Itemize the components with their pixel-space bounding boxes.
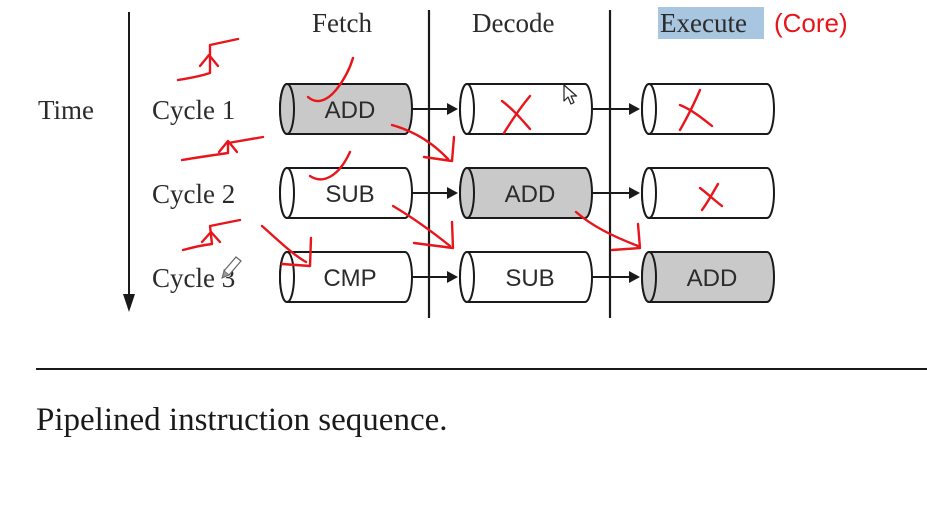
pipeline-cell-fetch-cycle-3: CMP [279,251,413,303]
pipeline-cell-decode-cycle-2: ADD [459,167,593,219]
handwritten-annotations [176,37,724,268]
instruction-label: CMP [323,265,376,292]
time-label: Time [38,95,94,125]
ink-corner-mark-2 [180,135,265,162]
ink-diagonal-4 [574,210,640,248]
ink-diagonal-2 [391,204,452,248]
stage-arrow-cycle-3-2 [592,271,640,283]
ink-corner-arrowhead-3 [200,230,222,244]
ink-flick-fetch-1 [306,56,355,103]
stage-arrow-cycle-1-2 [592,103,640,115]
pipeline-cell-decode-cycle-3: SUB [459,251,593,303]
ink-diagonal-4-head [610,222,642,252]
ink-cross-execute-1 [678,88,714,132]
pipeline-cell-decode-cycle-1 [459,83,593,135]
pipeline-cells: ADD SUB ADD CMP SUB ADD [279,83,775,303]
cycle-label-3: Cycle 3 [152,263,235,293]
time-axis-arrowhead [123,294,135,312]
pipeline-cell-fetch-cycle-1: ADD [279,83,413,135]
instruction-label: ADD [505,181,556,208]
pipeline-arrows [412,103,640,283]
ink-diagonal-1 [390,123,450,161]
stage-header-decode: Decode [472,8,554,38]
core-annotation: (Core) [774,8,848,38]
instruction-label: ADD [687,265,738,292]
instruction-label: SUB [505,265,554,292]
ink-diagonal-3-head [280,236,313,268]
stage-arrow-cycle-1-1 [412,103,458,115]
cycle-label-1: Cycle 1 [152,95,235,125]
stage-arrow-cycle-2-2 [592,187,640,199]
figure-caption: Pipelined instruction sequence. [36,402,448,438]
ink-diagonal-2-head [412,220,455,250]
ink-flick-fetch-2 [308,150,352,181]
mouse-cursor-icon [563,84,578,105]
instruction-label: ADD [325,97,376,124]
execute-highlight [658,7,764,39]
stage-header-execute: Execute [660,8,747,38]
ink-corner-mark-1 [176,37,240,82]
pipeline-cell-execute-cycle-3: ADD [641,251,775,303]
pencil-cursor-icon [221,256,242,279]
stage-arrow-cycle-3-1 [412,271,458,283]
stage-arrow-cycle-2-1 [412,187,458,199]
ink-diagonal-1-head [422,135,456,163]
ink-cross-decode-1 [500,94,532,135]
ink-cross-execute-2 [698,182,724,212]
ink-corner-arrowhead-2 [217,139,239,154]
ink-diagonal-3 [260,224,308,264]
instruction-label: SUB [325,181,374,208]
pipeline-cell-fetch-cycle-2: SUB [279,167,413,219]
pipeline-cell-execute-cycle-1 [641,83,775,135]
cycle-label-2: Cycle 2 [152,179,235,209]
ink-corner-arrowhead-1 [198,53,220,68]
stage-header-fetch: Fetch [312,8,372,38]
ink-corner-mark-3 [181,218,242,252]
